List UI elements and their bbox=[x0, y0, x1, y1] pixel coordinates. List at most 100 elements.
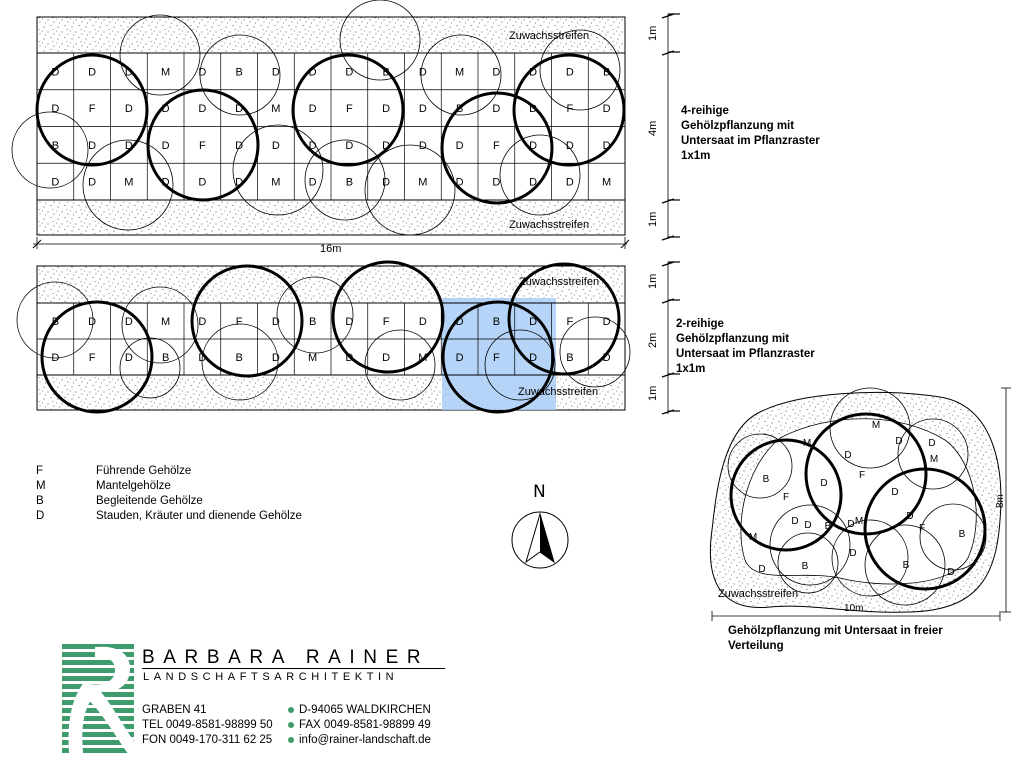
grid-cell-label: D bbox=[529, 140, 537, 152]
firm-block: BARBARA RAINER LANDSCHAFTSARCHITEKTIN GR… bbox=[60, 642, 460, 757]
shrub-crown-outline bbox=[777, 532, 839, 594]
grid-cell-label: D bbox=[272, 316, 280, 328]
grid-cell-label: B bbox=[603, 66, 610, 78]
shrub-crown-outline bbox=[499, 134, 581, 216]
bullet-dot-icon bbox=[288, 706, 294, 713]
grid-cell-label: D bbox=[566, 66, 574, 78]
tree-crown-outline bbox=[40, 300, 154, 414]
free-caption-line: Gehölzpflanzung mit Untersaat in freier bbox=[728, 625, 943, 637]
firm-contact-right: D-94065 WALDKIRCHEN FAX 0049-8581-98899 … bbox=[288, 703, 431, 748]
shrub-crown-outline bbox=[201, 323, 279, 401]
grid-cell-label: D bbox=[566, 177, 574, 189]
legend-row: B Begleitende Gehölze bbox=[36, 494, 302, 509]
shrub-crown-outline bbox=[304, 139, 386, 221]
grid-cell-label: D bbox=[492, 103, 500, 115]
grid-cell-label: D bbox=[345, 316, 353, 328]
tree-crown-outline bbox=[512, 53, 626, 167]
free-plant-label: M bbox=[930, 454, 938, 465]
shrub-crown-outline bbox=[119, 337, 181, 399]
tree-crown-outline bbox=[729, 438, 843, 552]
logo-stripe bbox=[62, 644, 134, 649]
grid-cell-label: D bbox=[345, 66, 353, 78]
free-plant-label: D bbox=[891, 487, 898, 498]
grid-cell-label: D bbox=[566, 140, 574, 152]
legend-label: Führende Gehölze bbox=[96, 465, 192, 477]
grid-cell-label: D bbox=[419, 66, 427, 78]
free-plant-label: B bbox=[825, 521, 832, 532]
grid-cell-label: D bbox=[382, 140, 390, 152]
shrub-crown-outline bbox=[727, 433, 793, 499]
firm-contact-left: GRABEN 41 TEL 0049-8581-98899 50 FON 004… bbox=[142, 703, 273, 748]
grid-cell-label: D bbox=[529, 66, 537, 78]
grid-cell-label: D bbox=[309, 66, 317, 78]
free-outline-inner bbox=[740, 418, 977, 585]
shrub-crown-outline bbox=[364, 144, 456, 236]
grid-cell-label: M bbox=[308, 352, 317, 364]
firm-mobile: FON 0049-170-311 62 25 bbox=[142, 734, 273, 746]
four-row-strip-bottom-label: Zuwachsstreifen bbox=[509, 219, 589, 231]
logo-stripe bbox=[62, 676, 134, 681]
grid-cell-label: D bbox=[235, 103, 243, 115]
grid-cell-label: F bbox=[493, 140, 500, 152]
grid-cell-label: D bbox=[272, 352, 280, 364]
free-plant-label: D bbox=[791, 516, 798, 527]
grid-cell-label: M bbox=[161, 316, 170, 328]
two-row-strip-bottom-label: Zuwachsstreifen bbox=[518, 386, 598, 398]
shrub-crown-outline bbox=[119, 14, 201, 96]
grid-cell-label: D bbox=[198, 66, 206, 78]
logo-stripe bbox=[62, 740, 134, 745]
shrub-crown-outline bbox=[276, 276, 354, 354]
four-row-crowns bbox=[11, 0, 626, 236]
legend-label: Begleitende Gehölze bbox=[96, 495, 203, 507]
two-row-strip-top-label: Zuwachsstreifen bbox=[519, 276, 599, 288]
grid-cell-label: D bbox=[603, 352, 611, 364]
free-plant-label: D bbox=[804, 520, 811, 531]
free-caption: Gehölzpflanzung mit Untersaat in freier … bbox=[728, 624, 943, 654]
two-row-caption-line: Gehölzpflanzung mit bbox=[676, 333, 790, 345]
grid-cell-label: D bbox=[88, 66, 96, 78]
free-plant-label: M bbox=[803, 438, 811, 449]
grid-cell-label: D bbox=[235, 177, 243, 189]
free-crowns bbox=[727, 387, 987, 606]
grid-cell-label: D bbox=[419, 140, 427, 152]
four-row-caption-line: Gehölzpflanzung mit bbox=[681, 120, 795, 132]
grid-cell-label: D bbox=[456, 316, 464, 328]
free-plant-label: M bbox=[855, 516, 863, 527]
shrub-crown-outline bbox=[559, 316, 631, 388]
grid-cell-label: B bbox=[346, 177, 353, 189]
grid-cell-label: D bbox=[125, 140, 133, 152]
two-row-caption: 2-reihige Gehölzpflanzung mit Untersaat … bbox=[676, 317, 815, 377]
free-plant-label: F bbox=[919, 523, 925, 534]
four-row-caption-line: Untersaat im Pflanzraster bbox=[681, 135, 820, 147]
grid-cell-label: D bbox=[603, 103, 611, 115]
grid-cell-label: D bbox=[198, 103, 206, 115]
grid-cell-label: D bbox=[492, 177, 500, 189]
grid-cell-label: D bbox=[51, 103, 59, 115]
free-plant-label: B bbox=[802, 561, 809, 572]
grid-cell-label: D bbox=[603, 316, 611, 328]
grid-cell-label: D bbox=[125, 103, 133, 115]
grid-cell-label: F bbox=[89, 352, 96, 364]
north-arrow-ring bbox=[511, 511, 569, 569]
shrub-crown-outline bbox=[864, 524, 946, 606]
grid-cell-label: D bbox=[272, 140, 280, 152]
shrub-crown-outline bbox=[16, 281, 94, 359]
grid-cell-label: D bbox=[309, 140, 317, 152]
free-width-label: 10m bbox=[844, 603, 863, 614]
grid-cell-label: D bbox=[235, 140, 243, 152]
grid-cell-label: B bbox=[235, 352, 242, 364]
grid-cell-label: F bbox=[493, 352, 500, 364]
firm-email[interactable]: info@rainer-landschaft.de bbox=[299, 734, 431, 746]
grid-cell-label: D bbox=[125, 316, 133, 328]
shrub-crown-outline bbox=[897, 418, 969, 490]
two-row-dim-bottom: 1m bbox=[647, 386, 659, 401]
grid-cell-label: D bbox=[456, 140, 464, 152]
logo-stripe bbox=[62, 668, 134, 673]
grid-cell-label: M bbox=[161, 66, 170, 78]
grid-cell-label: B bbox=[52, 140, 59, 152]
legend-key: B bbox=[36, 495, 44, 507]
